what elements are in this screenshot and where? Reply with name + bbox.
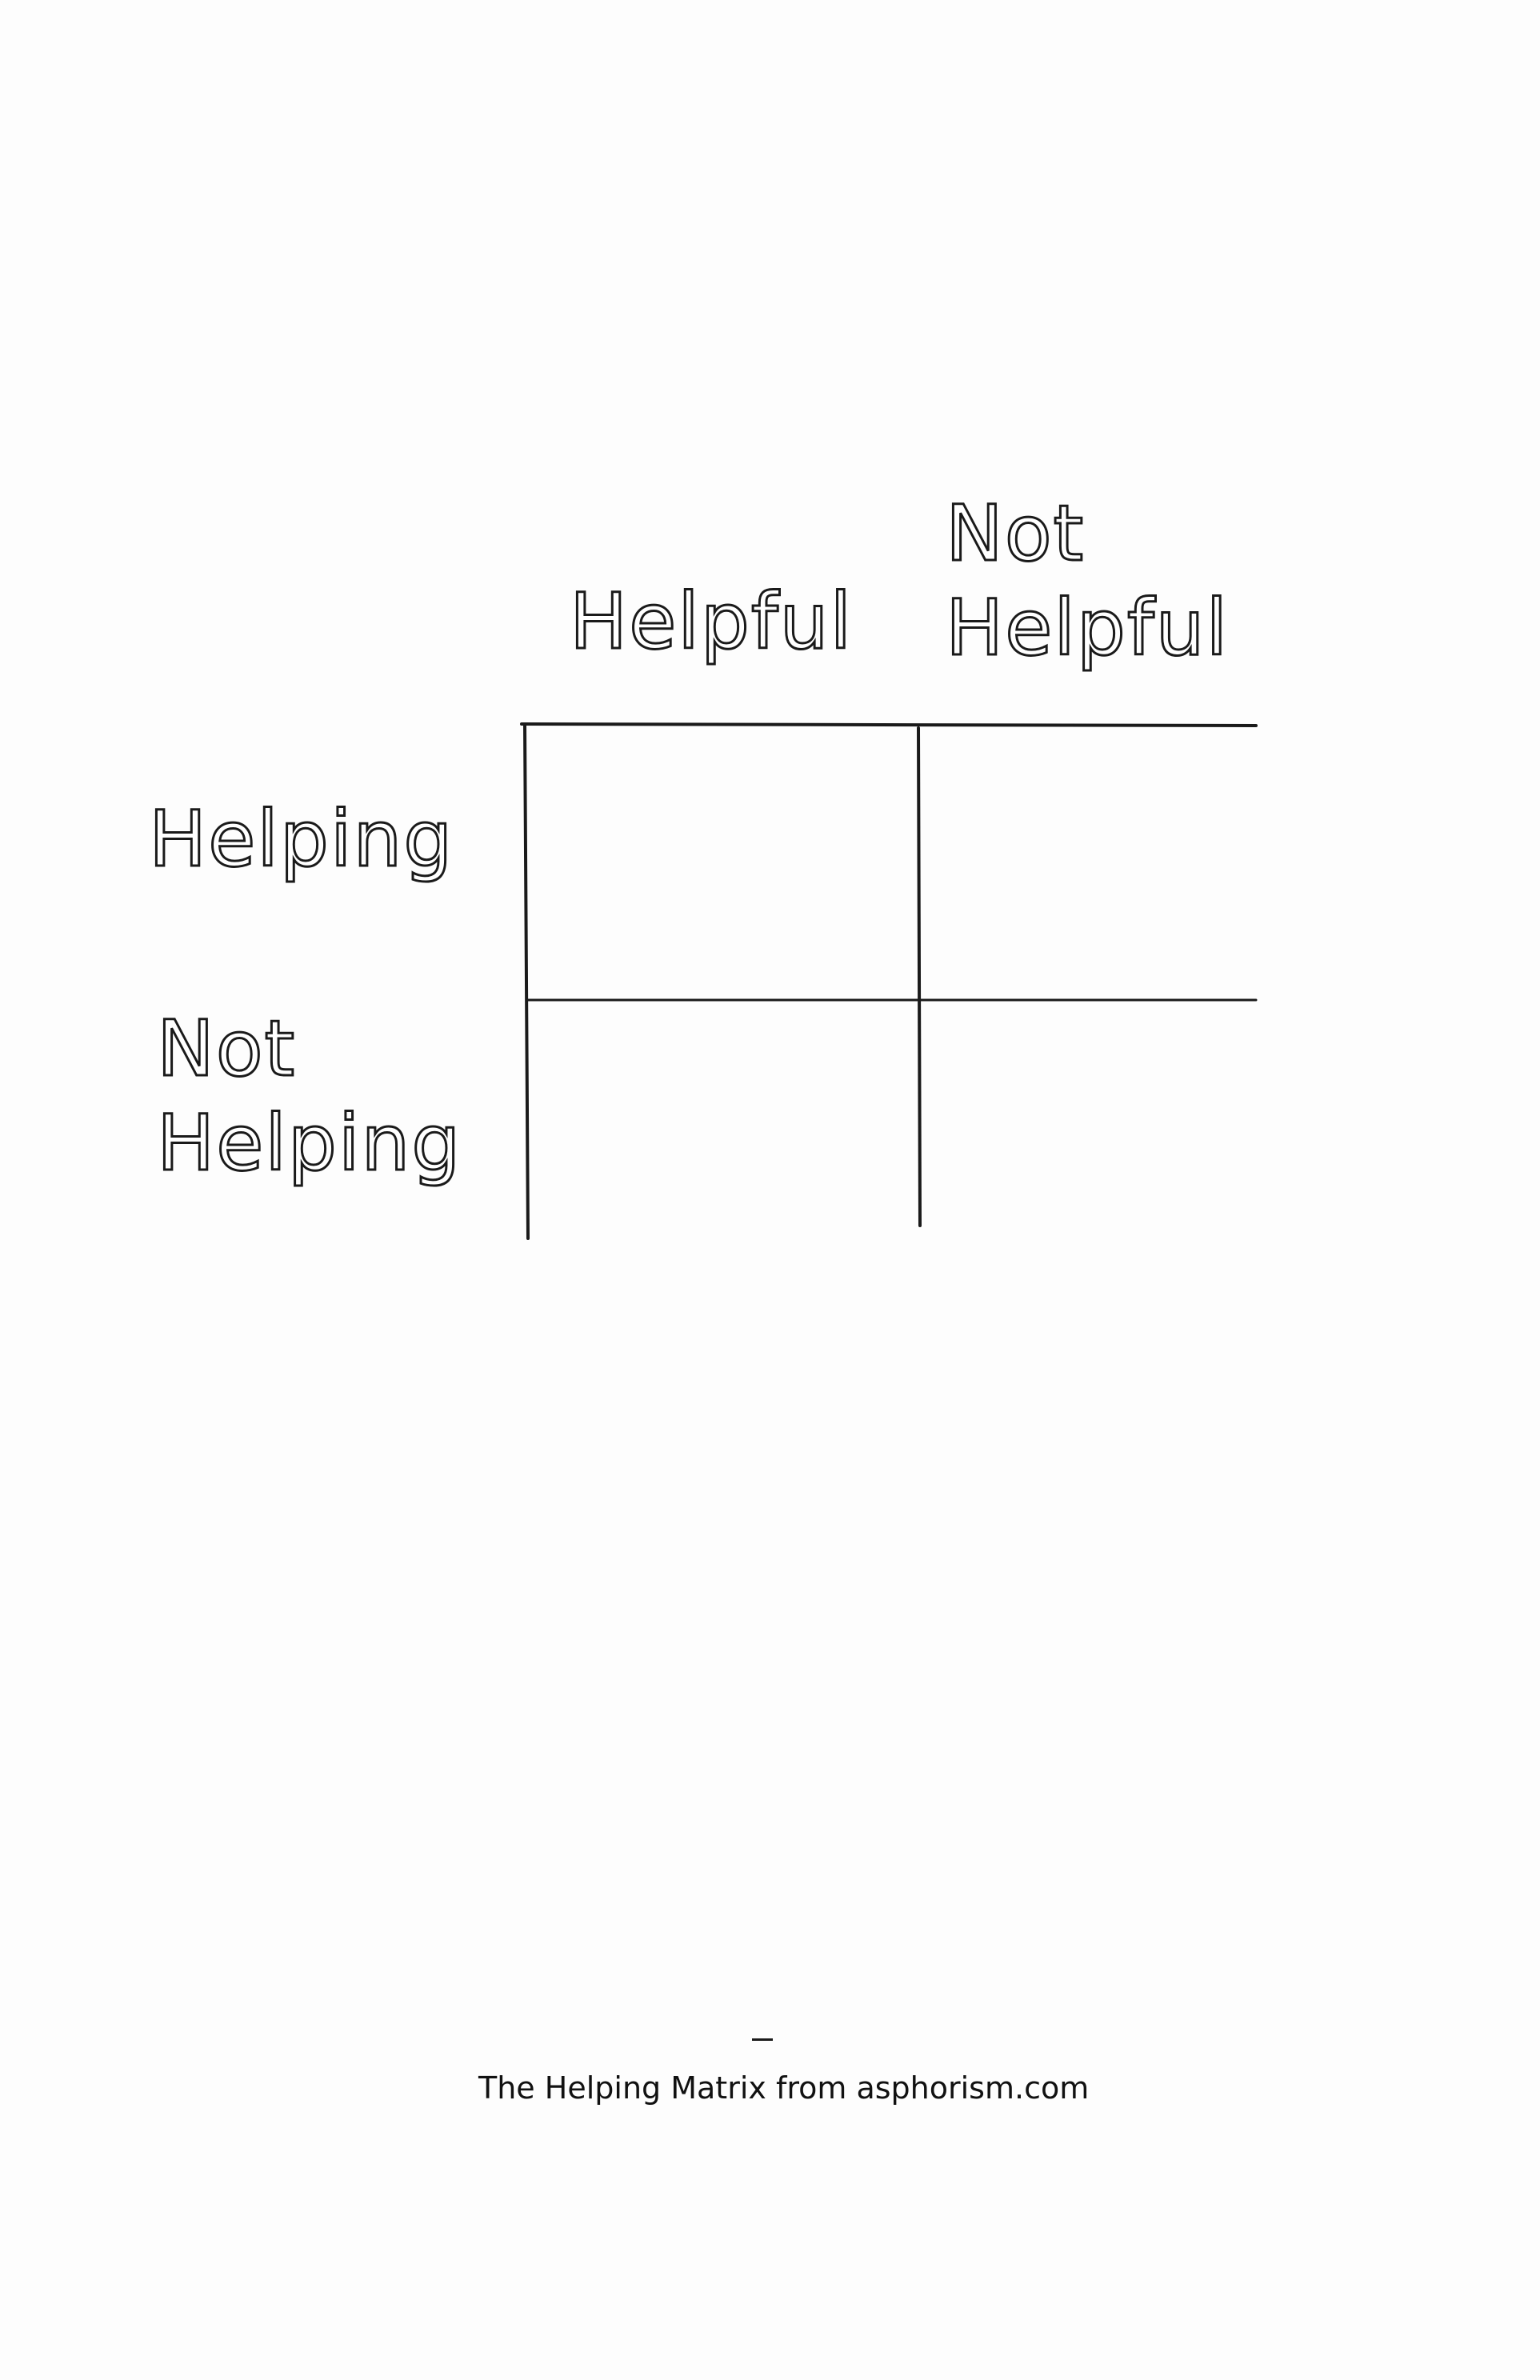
column-header-helpful: Helpful — [568, 576, 854, 668]
caption: The Helping Matrix from asphorism.com — [478, 2070, 1090, 2106]
decorative-dash — [752, 2038, 773, 2044]
column-header-not-helpful: Not Helpful — [944, 488, 1230, 674]
cell-not-helping-not-helpful — [922, 1003, 1254, 1226]
cell-helping-helpful — [528, 728, 917, 998]
row-header-not-helping: Not Helping — [155, 1003, 462, 1190]
grid-line-top — [520, 722, 1258, 727]
row-header-helping: Helping — [147, 794, 454, 886]
cell-helping-not-helpful — [922, 728, 1254, 998]
cell-not-helping-helpful — [530, 1003, 917, 1237]
grid-line-middle-vertical — [917, 726, 922, 1227]
